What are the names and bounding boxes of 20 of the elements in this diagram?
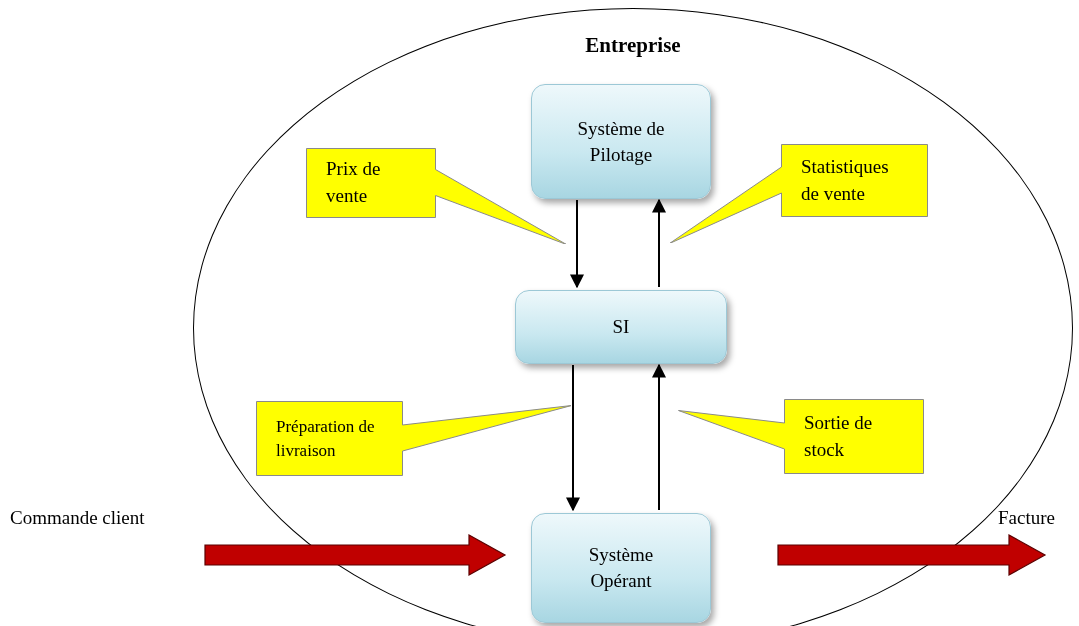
callout bbox=[306, 148, 566, 244]
callout-text: Prix de vente bbox=[325, 157, 382, 208]
callout bbox=[256, 401, 571, 476]
arrow bbox=[652, 198, 666, 288]
arrow bbox=[652, 363, 666, 511]
block-arrow bbox=[204, 534, 507, 576]
system-box: Système de Pilotage bbox=[531, 84, 711, 199]
callout-text: Statistiques de vente bbox=[800, 154, 890, 206]
block-arrow bbox=[777, 534, 1047, 576]
flow-label: Facture bbox=[998, 507, 1055, 529]
callout-text: Préparation de livraison bbox=[275, 415, 376, 462]
callout bbox=[669, 144, 928, 243]
enterprise-title: Entreprise bbox=[584, 33, 682, 58]
callout bbox=[678, 399, 924, 474]
arrow bbox=[570, 199, 584, 289]
arrow bbox=[566, 364, 580, 512]
system-box: SI bbox=[515, 290, 727, 364]
flow-label: Commande client bbox=[10, 507, 145, 529]
system-box: Système Opérant bbox=[531, 513, 711, 623]
callout-text: Sortie de stock bbox=[803, 410, 874, 462]
